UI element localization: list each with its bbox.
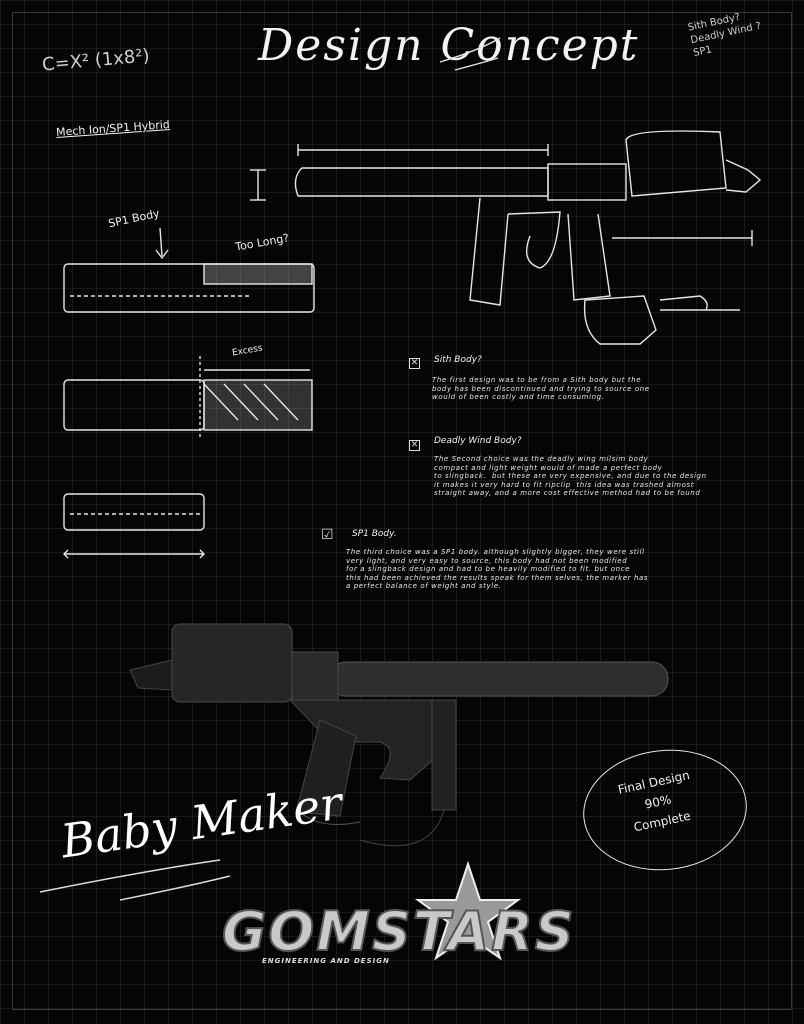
sheet-border bbox=[12, 12, 792, 1010]
option-1-box[interactable]: ✕ bbox=[409, 358, 420, 369]
gun-sketch bbox=[250, 130, 762, 345]
brand-logo: GOMSTARS bbox=[221, 899, 576, 964]
option-3-heading: SP1 Body. bbox=[352, 529, 397, 539]
body-sketches bbox=[63, 227, 315, 559]
star-icon bbox=[414, 860, 522, 961]
option-2-text: The Second choice was the deadly wing mi… bbox=[434, 455, 707, 497]
brand-tagline: ENGINEERING AND DESIGN bbox=[262, 957, 390, 965]
option-2-box[interactable]: ✕ bbox=[409, 440, 420, 451]
option-1-text: The first design was to be from a Sith b… bbox=[432, 376, 650, 401]
gun-photo bbox=[129, 623, 669, 847]
option-1-heading: Sith Body? bbox=[434, 355, 482, 365]
option-3-text: The third choice was a SP1 body. althoug… bbox=[346, 548, 649, 590]
option-2-heading: Deadly Wind Body? bbox=[434, 436, 522, 446]
option-3-check-icon[interactable]: ☑ bbox=[321, 527, 334, 543]
page-title: Design Concept bbox=[258, 20, 640, 71]
